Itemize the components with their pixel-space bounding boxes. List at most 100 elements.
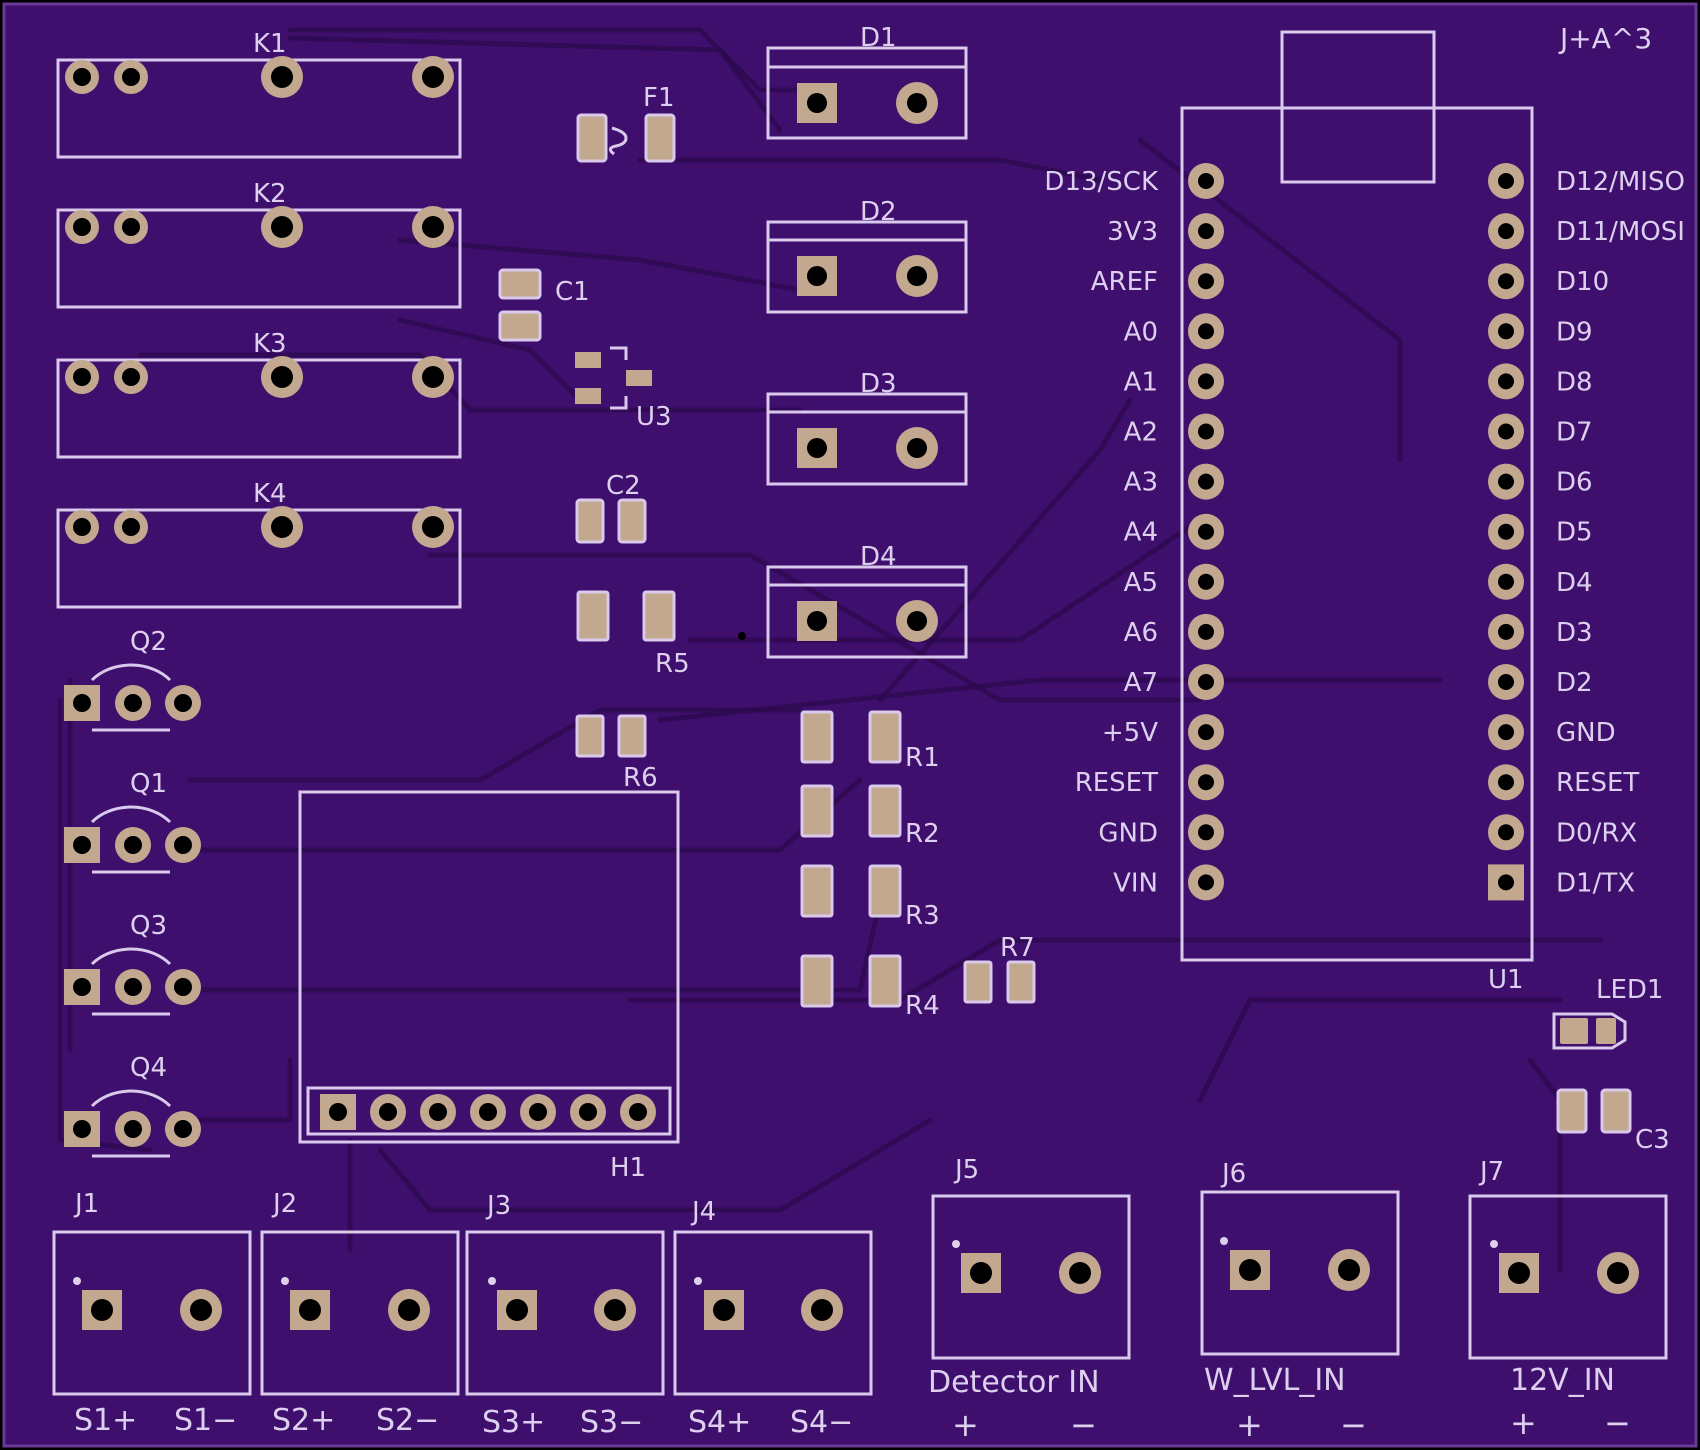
plus-label: + — [1236, 1406, 1263, 1444]
pin-hole — [1498, 573, 1514, 590]
resistor-r2: R2 — [800, 784, 940, 849]
minus-label: S4− — [790, 1405, 853, 1440]
diode-label: D4 — [860, 542, 897, 572]
capacitor-label: C2 — [606, 471, 641, 501]
resistor-label: R3 — [905, 901, 940, 931]
u1-pin-right: RESET — [1488, 764, 1639, 801]
u1-pin-left: A6 — [1124, 613, 1224, 650]
pin-hole — [1498, 623, 1514, 640]
u1-pin-left: A5 — [1124, 563, 1224, 600]
u1-pin-right: GND — [1488, 714, 1616, 751]
connector-j4: J4 S4+ S4− — [673, 1197, 873, 1440]
pin-hole — [1198, 223, 1214, 240]
pin-hole — [1498, 523, 1514, 540]
pin-label: D4 — [1556, 568, 1593, 598]
connector-ref: J5 — [953, 1155, 979, 1185]
transistor-label: Q3 — [130, 911, 167, 941]
u1-left-pins: D13/SCK3V3AREFA0A1A2A3A4A5A6A7+5VRESETGN… — [1044, 163, 1224, 901]
pin-label: D12/MISO — [1556, 167, 1685, 197]
minus-label: S1− — [174, 1403, 237, 1438]
u1-pin-right: D0/RX — [1488, 814, 1637, 851]
u1-pin-left: A2 — [1124, 413, 1224, 450]
transistor-q4: Q4 — [64, 1053, 201, 1158]
pin-label: D11/MOSI — [1556, 217, 1685, 247]
u1-pin-right: D1/TX — [1488, 864, 1635, 901]
pin-hole — [1198, 373, 1214, 390]
board-title: J+A^3 — [1558, 22, 1652, 55]
pin-label: 3V3 — [1107, 217, 1158, 247]
capacitor-c2: C2 — [575, 471, 647, 544]
relay-label: K4 — [253, 479, 287, 509]
connector-ref: J7 — [1478, 1157, 1504, 1187]
u1-pin-right: D6 — [1488, 463, 1593, 500]
pin-label: D7 — [1556, 418, 1593, 448]
resistor-label: R5 — [655, 649, 690, 679]
pin-hole — [1498, 223, 1514, 240]
transistor-q1: Q1 — [64, 769, 201, 874]
microcontroller-u1: U1 D13/SCK3V3AREFA0A1A2A3A4A5A6A7+5VRESE… — [1044, 30, 1685, 995]
u1-pin-left: VIN — [1113, 864, 1224, 901]
u1-pin-left: A1 — [1124, 363, 1224, 400]
capacitor-label: C3 — [1635, 1125, 1670, 1155]
u1-pin-left: D13/SCK — [1044, 163, 1224, 199]
transistor-label: Q1 — [130, 769, 167, 799]
capacitor-label: C1 — [555, 277, 590, 307]
pin-label: D2 — [1556, 668, 1593, 698]
plus-label: S1+ — [74, 1403, 137, 1438]
u1-pin-left: A7 — [1124, 664, 1224, 700]
resistor-label: R1 — [905, 743, 940, 773]
u1-pin-right: D10 — [1488, 263, 1609, 300]
u1-pin-left: A3 — [1124, 463, 1224, 500]
connector-j3: J3 S3+ S3− — [465, 1191, 665, 1440]
resistor-label: R4 — [905, 991, 940, 1021]
pin-label: GND — [1556, 718, 1616, 748]
pin-hole — [1198, 874, 1214, 891]
connector-j5: J5 Detector IN + − — [928, 1155, 1131, 1444]
u1-pin-right: D11/MOSI — [1488, 213, 1685, 250]
relay-k4: K4 — [56, 479, 462, 609]
pin-label: D1/TX — [1556, 868, 1635, 898]
resistor-label: R2 — [905, 819, 940, 849]
pin-label: D8 — [1556, 367, 1593, 397]
u1-pin-right: D9 — [1488, 313, 1593, 350]
transistor-label: Q4 — [130, 1053, 167, 1083]
resistor-label: R6 — [623, 763, 658, 793]
u1-pin-left: A4 — [1124, 513, 1224, 550]
transistor-label: Q2 — [130, 627, 167, 657]
regulator-label: U3 — [636, 402, 672, 432]
pin-hole — [1498, 874, 1514, 891]
pin-label: A0 — [1124, 317, 1158, 347]
connector-ref: J4 — [690, 1197, 716, 1227]
header-label: H1 — [610, 1153, 646, 1183]
u1-pin-left: A0 — [1124, 313, 1224, 350]
resistor-r6: R6 — [575, 714, 658, 793]
pin-label: D0/RX — [1556, 818, 1637, 848]
fuse-label: F1 — [643, 83, 675, 113]
u1-pin-right: D4 — [1488, 563, 1593, 600]
minus-label: − — [1604, 1404, 1631, 1442]
resistor-r5: R5 — [576, 590, 746, 679]
capacitor-c3: C3 — [1556, 1088, 1670, 1155]
connector-ref: J3 — [485, 1191, 511, 1221]
pin-label: A6 — [1124, 618, 1158, 648]
u1-pin-right: D2 — [1488, 664, 1593, 700]
regulator-u3: U3 — [575, 346, 672, 432]
pin-label: D5 — [1556, 518, 1593, 548]
connector-ref: J2 — [271, 1189, 297, 1219]
relay-k1: K1 — [56, 29, 462, 159]
connector-j1: J1 S1+ S1− — [52, 1189, 252, 1438]
header-h1: H1 — [298, 790, 680, 1183]
transistor-q2: Q2 — [64, 627, 201, 732]
pin-hole — [1498, 323, 1514, 340]
plus-label: + — [1510, 1404, 1537, 1442]
diode-d4: D4 — [766, 542, 968, 659]
pin-label: RESET — [1075, 768, 1158, 798]
pin-hole — [1198, 523, 1214, 540]
pin-label: D3 — [1556, 618, 1593, 648]
diode-label: D2 — [860, 197, 897, 227]
connector-j6: J6 W_LVL_IN + − — [1200, 1159, 1400, 1444]
pin-hole — [1198, 173, 1214, 189]
resistor-r3: R3 — [800, 864, 940, 931]
